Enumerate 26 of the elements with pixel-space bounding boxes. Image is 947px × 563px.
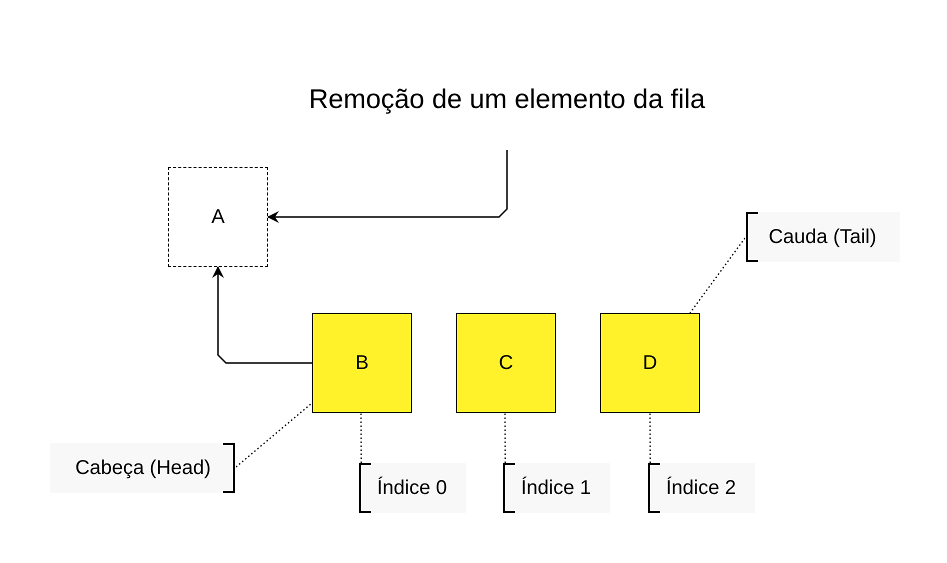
queue-element-box <box>312 313 412 413</box>
annotation-background <box>502 463 610 513</box>
element-label: B <box>355 352 369 374</box>
queue-element-box <box>600 313 700 413</box>
element-label: D <box>642 352 658 374</box>
annotation-background <box>647 463 755 513</box>
arrow <box>212 266 312 364</box>
leader-line <box>236 402 312 468</box>
annotation-background <box>50 443 236 493</box>
annotation-text: Cauda (Tail) <box>768 226 876 248</box>
annotation-background <box>745 212 900 262</box>
annotation-background <box>358 463 466 513</box>
leader-line <box>360 413 362 463</box>
annotation-text: Cabeça (Head) <box>75 456 211 480</box>
diagram-title: Remoção de um elemento da fila <box>308 84 706 115</box>
annotation-text: Índice 2 <box>666 476 736 500</box>
leader-line <box>689 238 746 314</box>
leader-line <box>504 413 506 463</box>
annotation-text: Índice 0 <box>376 476 448 500</box>
leader-line <box>649 413 651 463</box>
queue-element-box <box>456 313 556 413</box>
removed-element-box <box>168 167 268 267</box>
arrow <box>267 150 508 223</box>
annotation-text: Índice 1 <box>520 476 592 500</box>
element-label: A <box>211 206 225 228</box>
element-label: C <box>498 352 514 374</box>
